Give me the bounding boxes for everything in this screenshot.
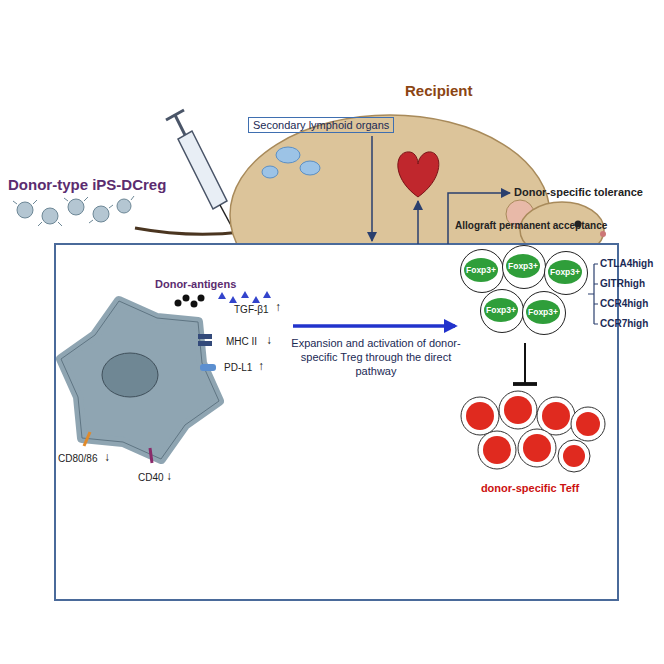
inhibition-line: [524, 343, 526, 384]
node-text: Recipient: [405, 82, 473, 99]
marker-label: PD-L1: [224, 362, 252, 373]
marker-label: TGF-β1: [234, 304, 269, 315]
down-arrow-sign: ↓: [104, 450, 110, 464]
up-arrow-sign: ↑: [275, 300, 281, 314]
node-text: donor-specific Teff: [455, 482, 605, 494]
marker-label: CD80/86: [58, 453, 97, 464]
treg-cell: Foxp3+: [502, 245, 546, 289]
node-text: CCR7high: [600, 318, 648, 330]
node-text: Secondary lymphoid organs: [253, 119, 389, 131]
up-arrow: [417, 201, 419, 244]
node-text: Foxp3+: [464, 258, 498, 282]
marker-label: MHC II: [226, 336, 257, 347]
recipient-mouse: RecipientSecondary lymphoid organs: [235, 82, 615, 242]
teff-cells: [461, 391, 605, 472]
edge-label: Expansion and activation of donor-specif…: [286, 336, 466, 378]
node-text: CCR4high: [600, 298, 648, 310]
organ-box: Secondary lymphoid organs: [248, 117, 394, 133]
node-text: CTLA4high: [600, 258, 653, 270]
treg-cell: Foxp3+: [522, 291, 566, 335]
down-arrow-sign: ↓: [166, 469, 172, 483]
marker-bracket: [588, 264, 598, 324]
detail-panel: [55, 244, 618, 600]
outcome-label: Allograft permanent acceptance: [455, 220, 607, 231]
marker-label: CD40: [138, 472, 164, 483]
node-text: Donor-type iPS-DCreg: [8, 176, 166, 193]
activation-arrow: [293, 324, 455, 328]
teff-cluster: donor-specific Teff: [455, 390, 607, 500]
treg-cell: Foxp3+: [544, 251, 588, 295]
up-arrow-sign: ↑: [258, 359, 264, 373]
ips-cells: [13, 196, 134, 226]
node-text: Foxp3+: [484, 298, 518, 322]
dendritic-cell-drawing: [61, 291, 271, 463]
down-arrow-sign: ↓: [266, 333, 272, 347]
node-text: Donor-antigens: [155, 278, 236, 290]
node-text: GITRhigh: [600, 278, 645, 290]
down-arrow: [371, 136, 373, 241]
treg-cluster: CTLA4highGITRhighCCR4highCCR7high Foxp3+ F…: [460, 245, 660, 340]
outcome-arrow: [448, 193, 510, 244]
node-text: Foxp3+: [548, 260, 582, 284]
node-text: Foxp3+: [526, 300, 560, 324]
outcome-label: Donor-specific tolerance: [514, 186, 643, 198]
cell-label: Donor-type iPS-DCreg: [8, 176, 166, 193]
node-text: Foxp3+: [506, 254, 540, 278]
treg-cell: Foxp3+: [460, 249, 504, 293]
syringe: [166, 110, 234, 231]
treg-cell: Foxp3+: [480, 289, 524, 333]
